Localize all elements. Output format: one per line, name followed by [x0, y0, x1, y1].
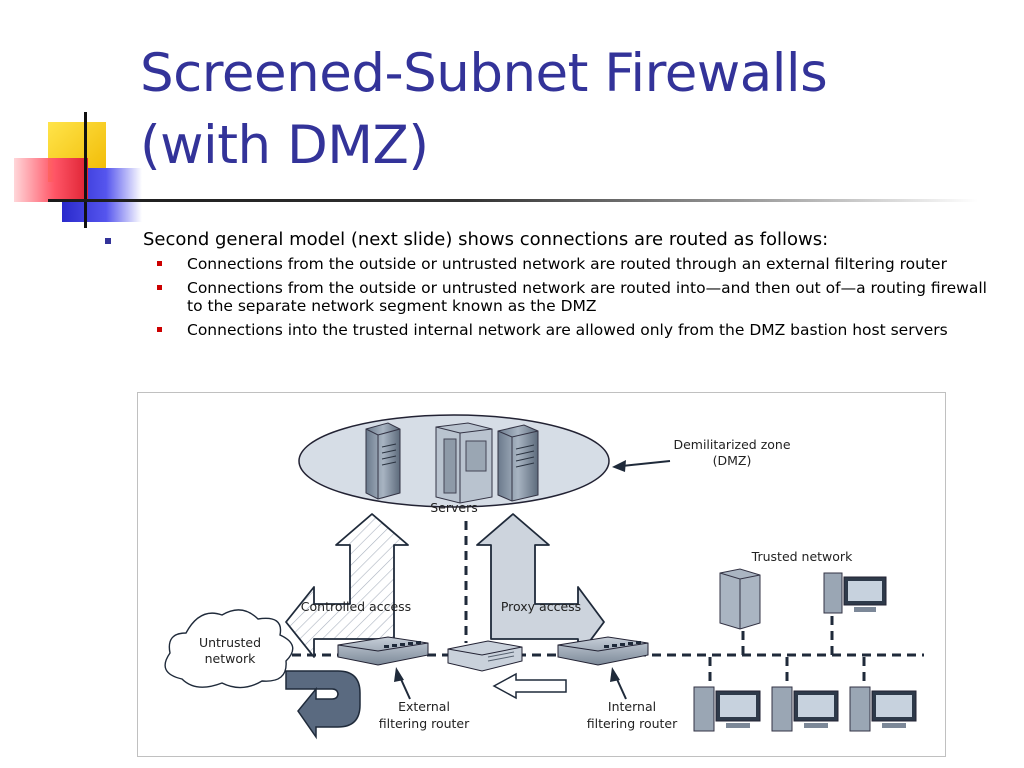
- workstation-icon: [771, 686, 839, 732]
- title-line-1: Screened-Subnet Firewalls: [140, 43, 828, 104]
- bullet-list: Second general model (next slide) shows …: [100, 228, 990, 345]
- internal-router-pointer-icon: [610, 667, 627, 700]
- slide-title: Screened-Subnet Firewalls (with DMZ): [140, 38, 828, 182]
- diagram-canvas: Servers Demilitarized zone (DMZ) Control…: [164, 414, 924, 740]
- dmz-server-icon: [497, 424, 539, 502]
- trusted-network-label: Trusted network: [751, 549, 853, 564]
- dmz-label-line2: (DMZ): [713, 453, 752, 468]
- dmz-server-icon: [435, 422, 493, 504]
- sub-bullet-text: Connections into the trusted internal ne…: [187, 321, 948, 339]
- bullet-square-icon: [157, 327, 162, 332]
- decor-vertical-line: [84, 112, 87, 228]
- bullet-main-text: Second general model (next slide) shows …: [143, 229, 829, 250]
- workstation-icon: [849, 686, 917, 732]
- untrusted-label-line1: Untrusted: [199, 635, 261, 650]
- internal-router-icon: [557, 636, 649, 666]
- u-turn-arrow-icon: [285, 670, 361, 740]
- dmz-server-icon: [365, 422, 401, 500]
- proxy-access-label: Proxy access: [501, 599, 581, 614]
- trusted-server-icon: [719, 568, 761, 630]
- workstation-icon: [693, 686, 761, 732]
- sub-bullet-text: Connections from the outside or untruste…: [187, 279, 987, 315]
- internal-router-label-line1: Internal: [608, 699, 656, 714]
- bullet-main: Second general model (next slide) shows …: [100, 228, 990, 252]
- title-divider: [48, 199, 978, 202]
- sub-bullet: Connections from the outside or untruste…: [100, 255, 990, 273]
- untrusted-network-cloud-icon: [164, 609, 294, 689]
- controlled-access-arrow-icon: [285, 513, 409, 658]
- bullet-square-icon: [157, 261, 162, 266]
- controlled-access-label: Controlled access: [301, 599, 411, 614]
- bullet-square-icon: [157, 285, 162, 290]
- sub-bullet-text: Connections from the outside or untruste…: [187, 255, 947, 273]
- sub-bullet-list: Connections from the outside or untruste…: [100, 255, 990, 339]
- dmz-pointer-arrow-icon: [612, 460, 671, 472]
- inbound-arrow-icon: [492, 672, 567, 700]
- internal-router-label-line2: filtering router: [587, 716, 678, 731]
- external-router-label-line1: External: [398, 699, 450, 714]
- bullet-square-icon: [105, 238, 111, 244]
- dmz-diagram: Servers Demilitarized zone (DMZ) Control…: [137, 392, 946, 757]
- sub-bullet: Connections from the outside or untruste…: [100, 279, 990, 315]
- untrusted-label-line2: network: [205, 651, 257, 666]
- external-router-label-line2: filtering router: [379, 716, 470, 731]
- trusted-workstation-icon: [823, 572, 887, 614]
- firewall-device-icon: [447, 640, 523, 672]
- sub-bullet: Connections into the trusted internal ne…: [100, 321, 990, 339]
- decor-red-square: [14, 158, 88, 202]
- external-router-icon: [337, 636, 429, 666]
- dmz-label-line1: Demilitarized zone: [673, 437, 790, 452]
- proxy-access-arrow-icon: [476, 513, 605, 658]
- external-router-pointer-icon: [394, 667, 411, 700]
- servers-label: Servers: [430, 500, 478, 515]
- title-line-2: (with DMZ): [140, 115, 429, 176]
